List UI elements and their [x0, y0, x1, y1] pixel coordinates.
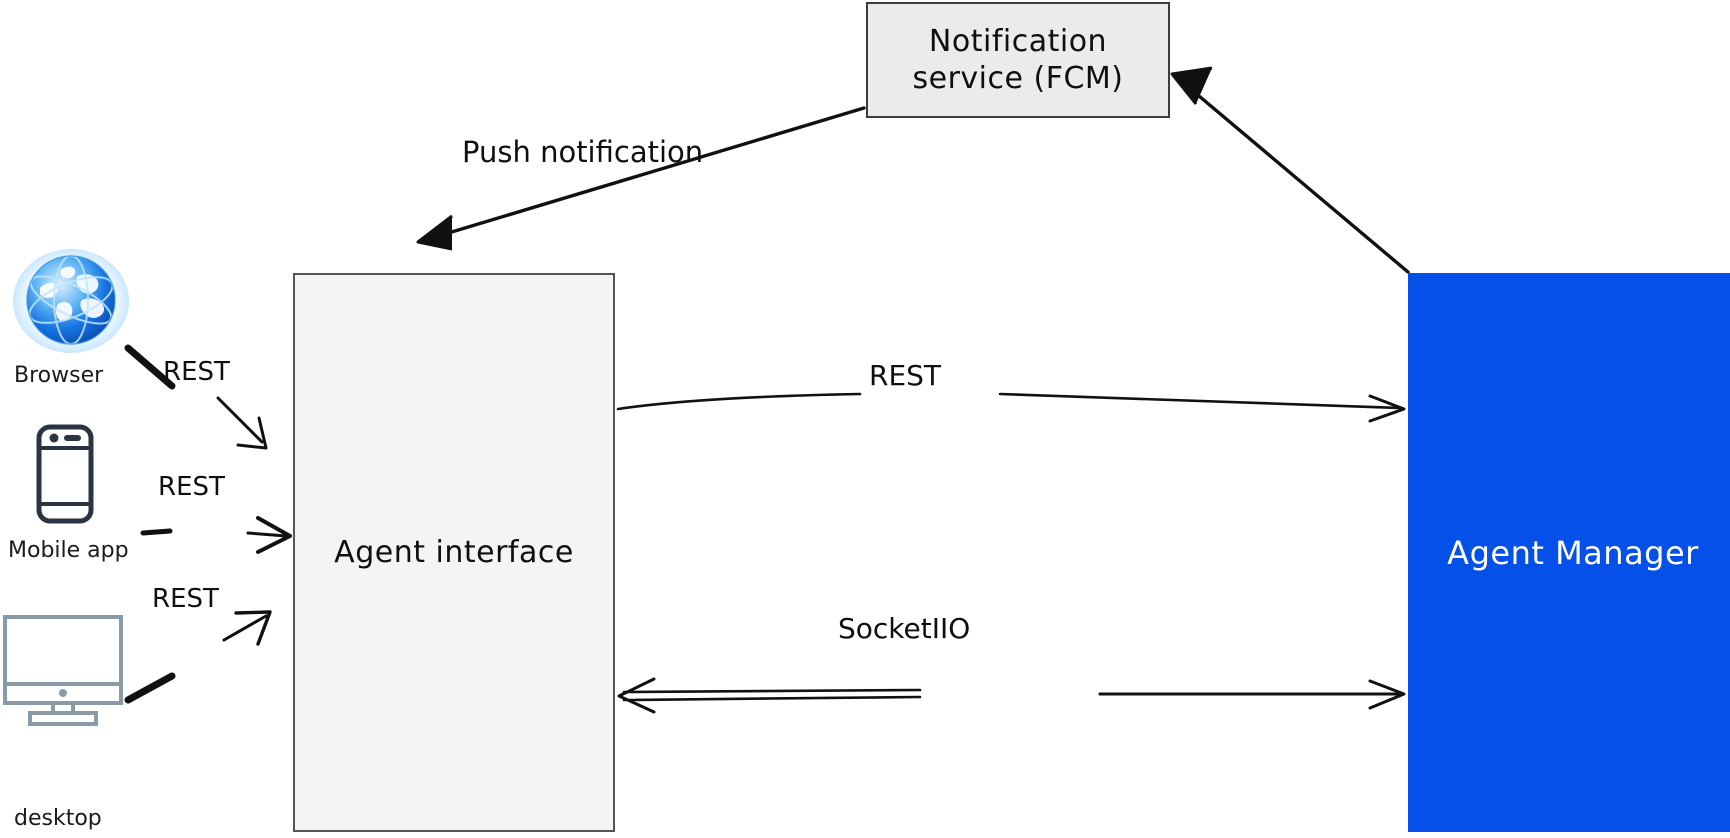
caption-browser: Browser: [14, 363, 104, 388]
edge-label-rest-mobile: REST: [158, 472, 225, 502]
edge-push-notification: [416, 106, 866, 251]
edge-label-rest-manager: REST: [869, 359, 942, 392]
edge-label-rest-browser: REST: [163, 357, 230, 387]
caption-desktop: desktop: [14, 806, 102, 831]
node-agent-interface[interactable]: Agent interface: [293, 273, 615, 832]
node-agent-manager-label: Agent Manager: [1447, 533, 1699, 572]
edge-manager-to-fcm: [1170, 66, 1410, 274]
edge-rest-browser: [124, 344, 268, 450]
edge-label-socketio: SocketIIO: [838, 612, 971, 645]
edge-rest-manager: [616, 392, 1406, 423]
edge-socketio: [617, 677, 1406, 714]
edge-label-push-notification: Push notification: [462, 135, 704, 169]
edge-rest-desktop: [124, 610, 272, 704]
desktop-monitor-icon: [2, 614, 124, 726]
node-notification-service[interactable]: Notification service (FCM): [866, 2, 1170, 118]
mobile-phone-icon: [36, 424, 94, 524]
edge-label-rest-desktop: REST: [152, 584, 219, 614]
node-agent-manager[interactable]: Agent Manager: [1408, 273, 1730, 832]
globe-icon: [12, 248, 130, 354]
node-agent-interface-label: Agent interface: [334, 534, 574, 570]
edge-rest-mobile: [140, 516, 292, 554]
caption-mobile-app: Mobile app: [8, 538, 129, 563]
node-notification-service-label: Notification service (FCM): [912, 23, 1124, 97]
